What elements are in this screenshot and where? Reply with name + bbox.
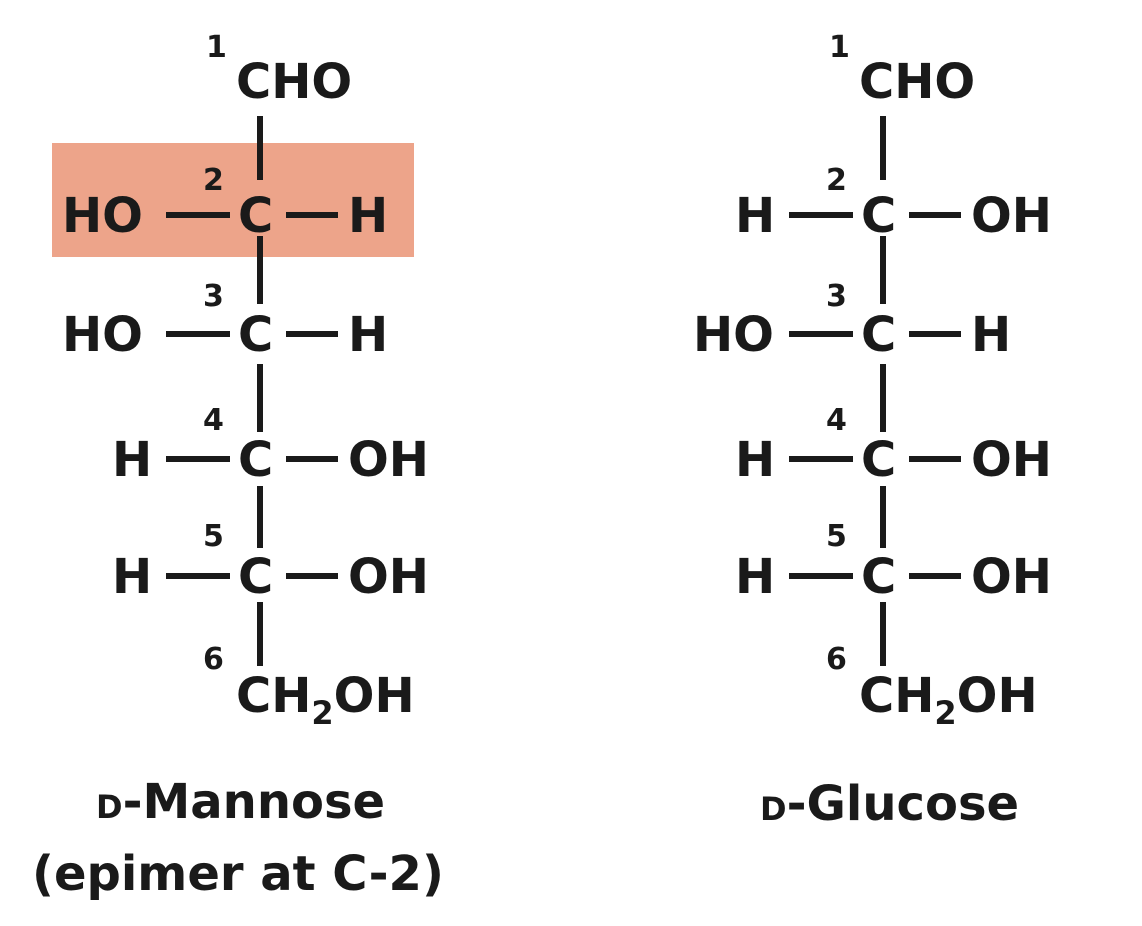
- c4-right-substituent: OH: [971, 432, 1052, 488]
- carbon-number-2: 2: [203, 163, 224, 198]
- c4-right-bond: [286, 456, 338, 462]
- c5-right-bond: [909, 573, 961, 579]
- carbon-number-1: 1: [206, 30, 227, 65]
- c5-carbon: C: [238, 549, 274, 605]
- c3-right-substituent: H: [971, 307, 1012, 363]
- c2-left-substituent: H: [735, 188, 776, 244]
- c5-right-bond: [286, 573, 338, 579]
- c3-carbon: C: [238, 307, 274, 363]
- c2-carbon: C: [861, 188, 897, 244]
- c3-left-bond: [166, 331, 230, 337]
- c4-left-bond: [166, 456, 230, 462]
- c2-highlight-box: [52, 143, 414, 257]
- carbon-number-6: 6: [203, 642, 224, 677]
- c2-right-bond: [286, 212, 338, 218]
- bond-c4-c5: [880, 486, 886, 548]
- bond-c2-c3: [257, 236, 263, 304]
- c5-left-substituent: H: [112, 549, 153, 605]
- carbon-number-4: 4: [203, 403, 224, 438]
- c4-right-bond: [909, 456, 961, 462]
- carbon-number-5: 5: [203, 519, 224, 554]
- c2-left-bond: [789, 212, 853, 218]
- aldehyde-group: CHO: [236, 54, 353, 110]
- bond-c1-c2: [880, 116, 886, 180]
- hydroxymethyl-group: CH2OH: [236, 668, 415, 732]
- carbon-number-1: 1: [829, 30, 850, 65]
- mannose-epimer-note: (epimer at C-2): [32, 846, 444, 902]
- bond-c1-c2: [257, 116, 263, 180]
- glucose-structure: 1 CHO 2 H C OH 3 HO C H 4 H C OH 5 H C O…: [571, 0, 1142, 760]
- carbon-number-4: 4: [826, 403, 847, 438]
- c3-right-bond: [286, 331, 338, 337]
- c2-right-bond: [909, 212, 961, 218]
- c3-left-substituent: HO: [693, 307, 774, 363]
- c2-left-substituent: HO: [62, 188, 143, 244]
- c4-carbon: C: [238, 432, 274, 488]
- c2-carbon: C: [238, 188, 274, 244]
- carbon-number-3: 3: [203, 279, 224, 314]
- c4-left-substituent: H: [735, 432, 776, 488]
- bond-c5-c6: [880, 602, 886, 666]
- c2-right-substituent: H: [348, 188, 389, 244]
- bond-c5-c6: [257, 602, 263, 666]
- c5-right-substituent: OH: [971, 549, 1052, 605]
- bond-c2-c3: [880, 236, 886, 304]
- carbon-number-2: 2: [826, 163, 847, 198]
- bond-c3-c4: [257, 364, 263, 432]
- carbon-number-3: 3: [826, 279, 847, 314]
- aldehyde-group: CHO: [859, 54, 976, 110]
- c3-left-bond: [789, 331, 853, 337]
- mannose-name: D-Mannose: [96, 774, 386, 830]
- c3-left-substituent: HO: [62, 307, 143, 363]
- c4-left-bond: [789, 456, 853, 462]
- glucose-name: D-Glucose: [760, 776, 1020, 832]
- mannose-structure: 1 CHO 2 HO C H 3 HO C H 4 H C OH 5 H C O…: [0, 0, 571, 760]
- c5-right-substituent: OH: [348, 549, 429, 605]
- c5-left-bond: [789, 573, 853, 579]
- carbon-number-6: 6: [826, 642, 847, 677]
- c2-left-bond: [166, 212, 230, 218]
- c3-right-substituent: H: [348, 307, 389, 363]
- hydroxymethyl-group: CH2OH: [859, 668, 1038, 732]
- c5-carbon: C: [861, 549, 897, 605]
- c3-right-bond: [909, 331, 961, 337]
- c4-carbon: C: [861, 432, 897, 488]
- c4-left-substituent: H: [112, 432, 153, 488]
- bond-c3-c4: [880, 364, 886, 432]
- c5-left-bond: [166, 573, 230, 579]
- c2-right-substituent: OH: [971, 188, 1052, 244]
- c4-right-substituent: OH: [348, 432, 429, 488]
- c3-carbon: C: [861, 307, 897, 363]
- bond-c4-c5: [257, 486, 263, 548]
- c5-left-substituent: H: [735, 549, 776, 605]
- carbon-number-5: 5: [826, 519, 847, 554]
